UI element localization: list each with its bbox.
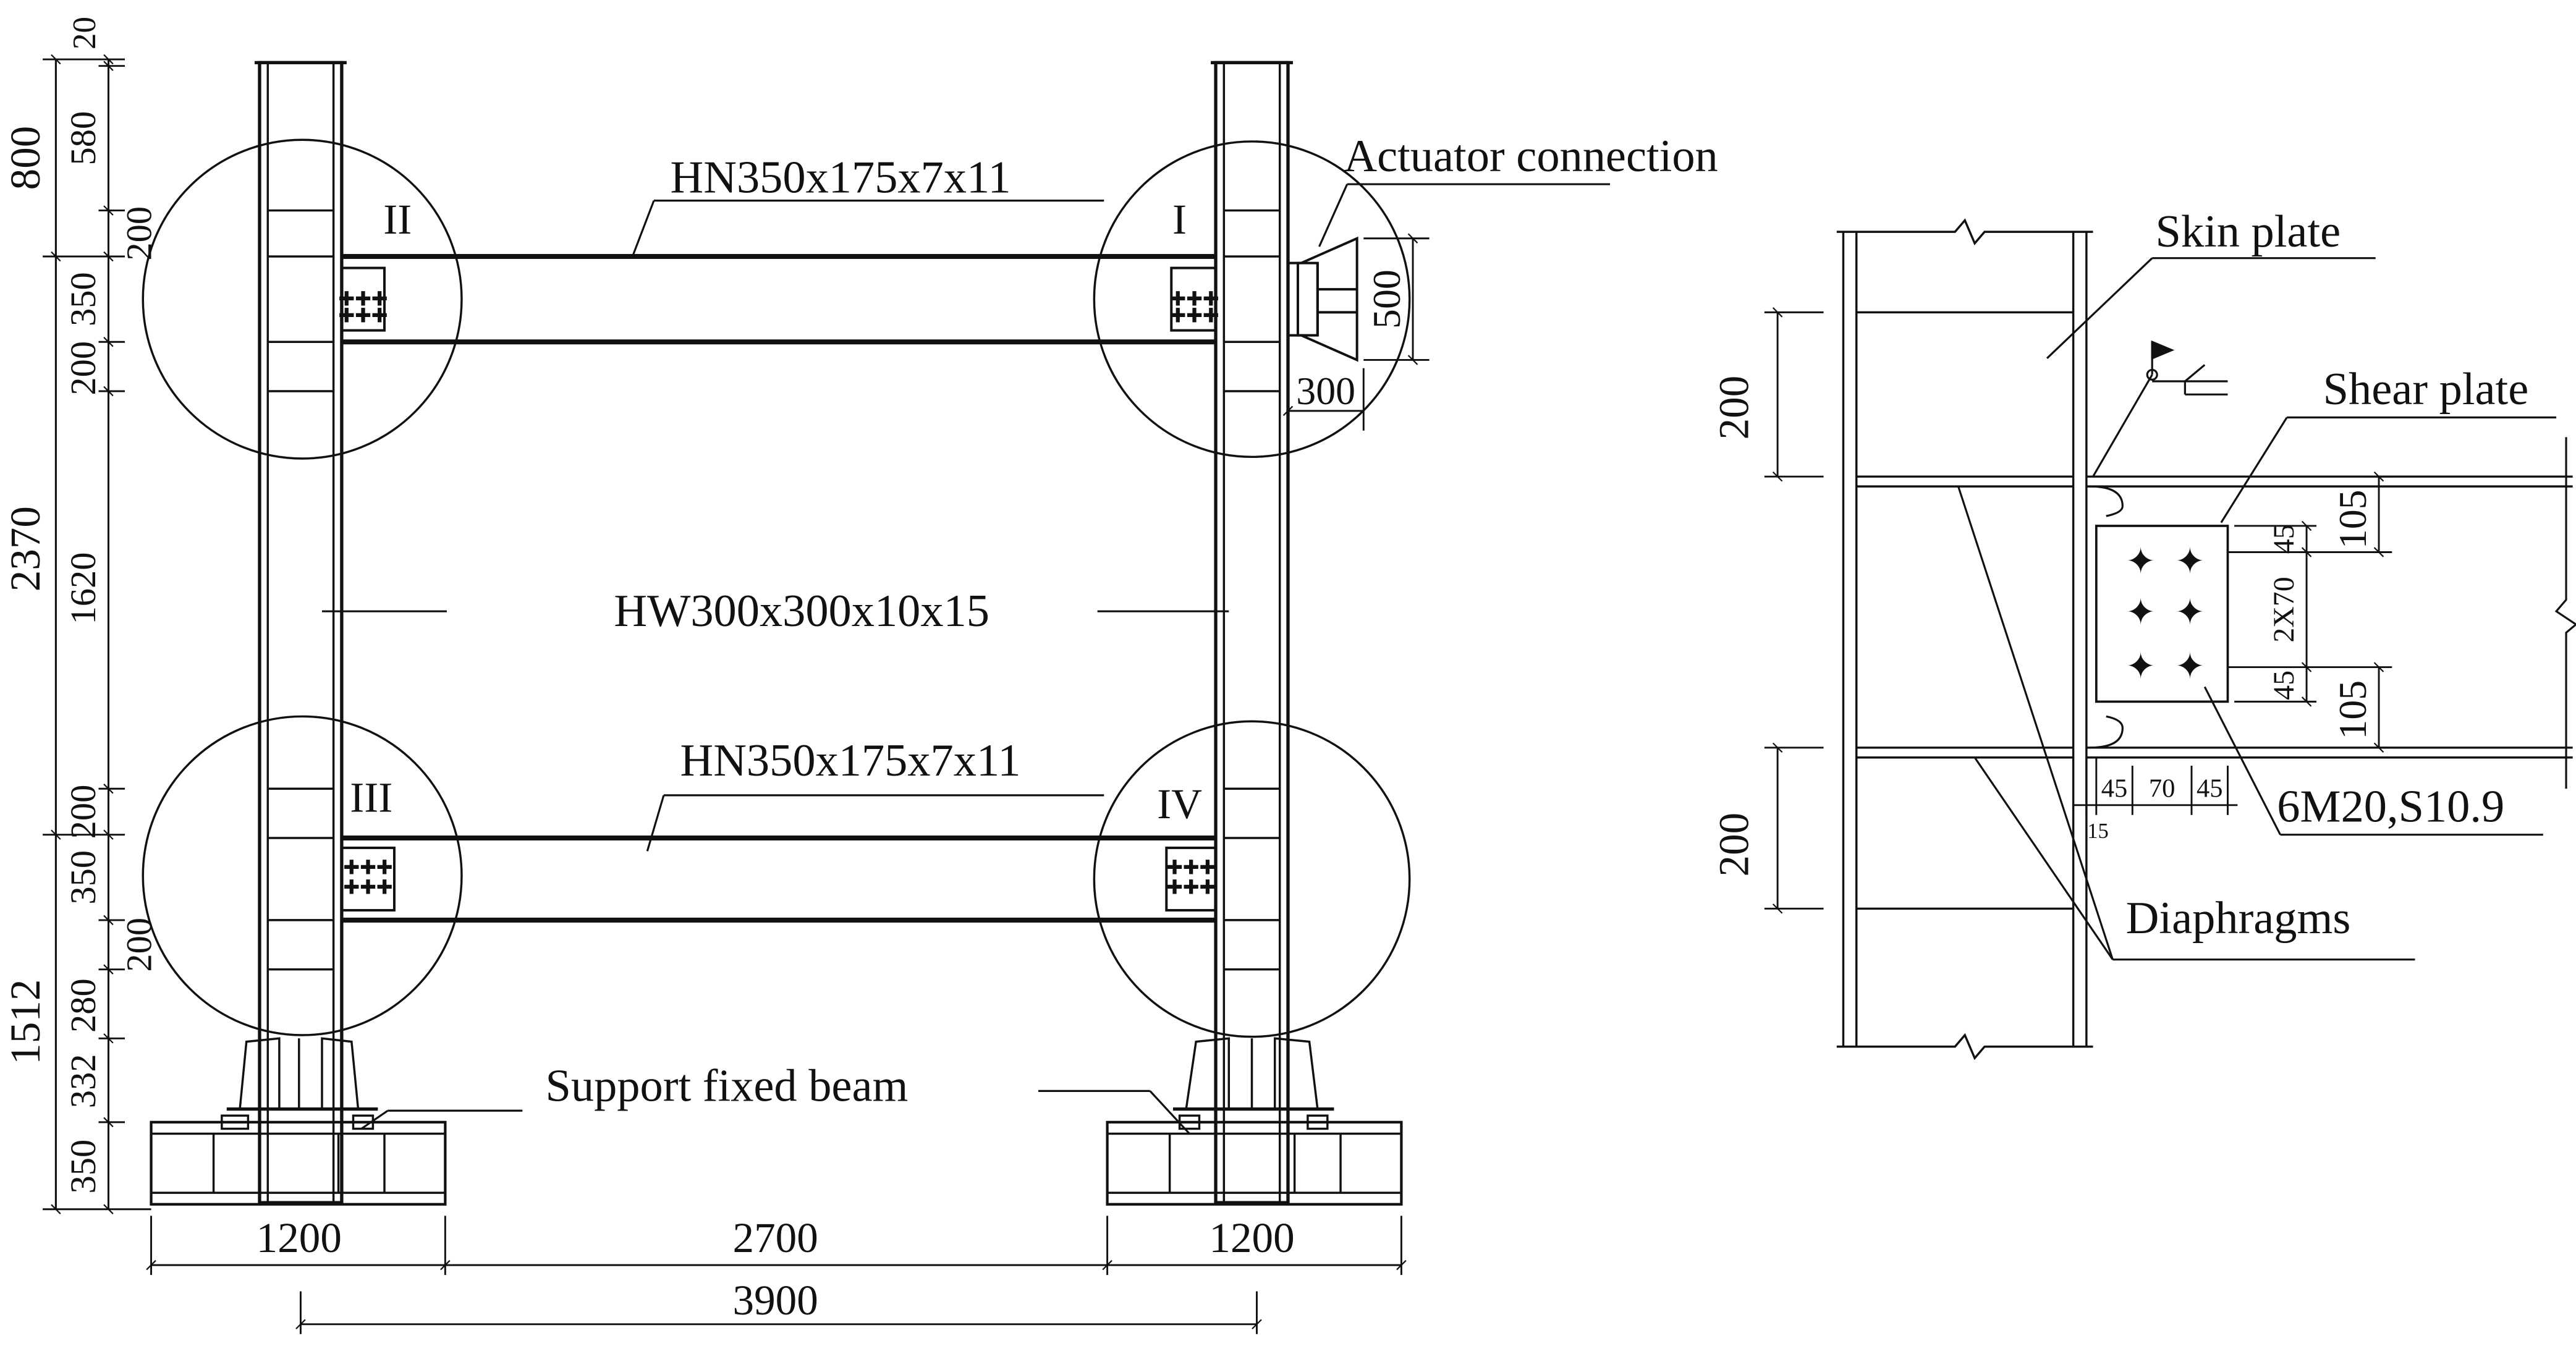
svg-text:✚✚✚: ✚✚✚ xyxy=(343,876,392,898)
detail-diaphragms-label: Diaphragms xyxy=(2126,893,2351,944)
detail-left-dims xyxy=(1764,307,1824,914)
dim-left-inner-332: 332 xyxy=(63,1054,103,1109)
dim-left-outer-1: 800 xyxy=(1,126,49,190)
detail-dim-plate-bottom-edge: 45 xyxy=(2268,671,2300,700)
dim-left-inner-350a: 350 xyxy=(63,272,103,326)
detail-leaders xyxy=(1957,257,2557,961)
svg-text:✚✚✚: ✚✚✚ xyxy=(1169,289,1219,310)
detail-skin-plate-label: Skin plate xyxy=(2156,206,2341,257)
shear-plate-joint-iv: ✚✚✚ ✚✚✚ xyxy=(1165,846,1218,912)
detail-dim-left-bottom: 200 xyxy=(1710,813,1757,877)
svg-text:✚✚✚: ✚✚✚ xyxy=(338,305,388,326)
shear-plate-joint-ii: ✚✚✚ ✚✚✚ xyxy=(338,266,388,332)
beam-top-leader xyxy=(631,200,1104,257)
detail-bolts: ✦ ✦ ✦ ✦ ✦ ✦ xyxy=(2125,541,2205,687)
detail-dim-plate-top-edge: 45 xyxy=(2268,524,2300,554)
joint-label-i: I xyxy=(1172,195,1187,243)
beam-top-label: HN350x175x7x11 xyxy=(671,152,1011,203)
svg-text:✦: ✦ xyxy=(2125,541,2156,582)
dim-bottom-1200-left: 1200 xyxy=(256,1214,342,1261)
detail-dim-weld-gap: 15 xyxy=(2087,819,2109,843)
detail-column xyxy=(1836,218,2093,1060)
svg-text:✚✚✚: ✚✚✚ xyxy=(1166,876,1216,898)
dim-left-inner-200c: 200 xyxy=(63,785,103,839)
detail-beam xyxy=(2086,437,2576,789)
top-beam xyxy=(341,254,1216,345)
dim-left-inner-200d: 200 xyxy=(119,918,159,972)
detail-diaphragms xyxy=(1856,475,2074,759)
frame-elevation: ✚✚✚ ✚✚✚ ✚✚✚ ✚✚✚ ✚✚✚ ✚✚✚ ✚✚✚ ✚✚✚ II I III… xyxy=(1,17,1718,1334)
left-base xyxy=(150,1037,447,1206)
detail-dim-plate-pitch: 2X70 xyxy=(2268,577,2300,642)
joint-label-iv: IV xyxy=(1157,780,1202,827)
dim-left-inner-20: 20 xyxy=(67,17,103,49)
dim-left-outer-2: 2370 xyxy=(1,506,49,591)
joint-circle-iv xyxy=(1093,720,1411,1038)
beam-bottom-leader xyxy=(646,794,1104,852)
weld-symbol xyxy=(2092,340,2228,478)
svg-text:✚✚✚: ✚✚✚ xyxy=(1169,305,1219,326)
dim-bottom-1200-right: 1200 xyxy=(1209,1214,1294,1261)
dim-actuator-height: 500 xyxy=(1365,269,1409,329)
dim-left-inner-350b: 350 xyxy=(63,850,103,905)
beam-bottom-label: HN350x175x7x11 xyxy=(680,735,1020,786)
bottom-dim-lines xyxy=(146,1216,1407,1334)
dim-left-inner-1620: 1620 xyxy=(63,552,103,624)
shear-plate-joint-iii: ✚✚✚ ✚✚✚ xyxy=(340,846,396,912)
dim-left-outer-3: 1512 xyxy=(1,980,49,1065)
svg-text:✦: ✦ xyxy=(2175,541,2205,582)
dim-left-inner-350c: 350 xyxy=(63,1140,103,1194)
support-leaders xyxy=(360,1090,1190,1135)
detail-bottom-dims xyxy=(2073,757,2238,815)
right-column xyxy=(1211,61,1293,1204)
detail-dim-right-top: 105 xyxy=(2331,489,2375,549)
dim-actuator-width: 300 xyxy=(1296,369,1355,413)
actuator-leader xyxy=(1318,183,1610,247)
column-label: HW300x300x10x15 xyxy=(614,586,989,637)
svg-text:✚✚✚: ✚✚✚ xyxy=(338,289,388,310)
dim-left-inner-200b: 200 xyxy=(63,341,103,396)
left-column xyxy=(255,61,347,1204)
dim-left-inner-280: 280 xyxy=(63,978,103,1033)
support-label: Support fixed beam xyxy=(546,1060,909,1111)
left-dim-lines xyxy=(43,54,151,1214)
detail-dim-bottom-45b: 45 xyxy=(2197,774,2223,803)
detail-dim-left-top: 200 xyxy=(1710,376,1757,440)
detail-right-dims xyxy=(2227,471,2392,753)
svg-text:✚✚✚: ✚✚✚ xyxy=(343,857,392,878)
svg-text:✦: ✦ xyxy=(2125,592,2156,632)
dim-bottom-3900: 3900 xyxy=(733,1276,818,1324)
svg-text:✦: ✦ xyxy=(2175,592,2205,632)
svg-text:✦: ✦ xyxy=(2175,646,2205,687)
detail-dim-right-bottom: 105 xyxy=(2331,680,2375,740)
svg-text:✦: ✦ xyxy=(2125,646,2156,687)
dim-left-inner-200a: 200 xyxy=(119,206,159,261)
detail-shear-plate xyxy=(2095,525,2229,703)
actuator-connection xyxy=(1287,236,1358,362)
joint-circle-ii xyxy=(142,138,463,460)
bottom-beam xyxy=(341,836,1216,923)
detail-shear-plate-label: Shear plate xyxy=(2323,364,2529,415)
joint-circle-i xyxy=(1093,140,1411,459)
shear-plate-joint-i: ✚✚✚ ✚✚✚ xyxy=(1169,266,1219,332)
joint-label-iii: III xyxy=(350,773,392,821)
actuator-dims xyxy=(1282,233,1430,431)
dim-bottom-2700: 2700 xyxy=(733,1214,818,1261)
dim-left-inner-580: 580 xyxy=(63,111,103,166)
connection-detail: ✦ ✦ ✦ ✦ ✦ ✦ xyxy=(1710,206,2576,1060)
joint-label-ii: II xyxy=(383,195,412,243)
svg-text:✚✚✚: ✚✚✚ xyxy=(1166,857,1216,878)
actuator-label: Actuator connection xyxy=(1344,131,1718,182)
detail-bolts-label: 6M20,S10.9 xyxy=(2277,781,2504,832)
right-base xyxy=(1106,1037,1403,1206)
detail-dim-bottom-45a: 45 xyxy=(2101,774,2128,803)
detail-dim-bottom-70: 70 xyxy=(2149,774,2176,803)
joint-circle-iii xyxy=(142,715,463,1036)
